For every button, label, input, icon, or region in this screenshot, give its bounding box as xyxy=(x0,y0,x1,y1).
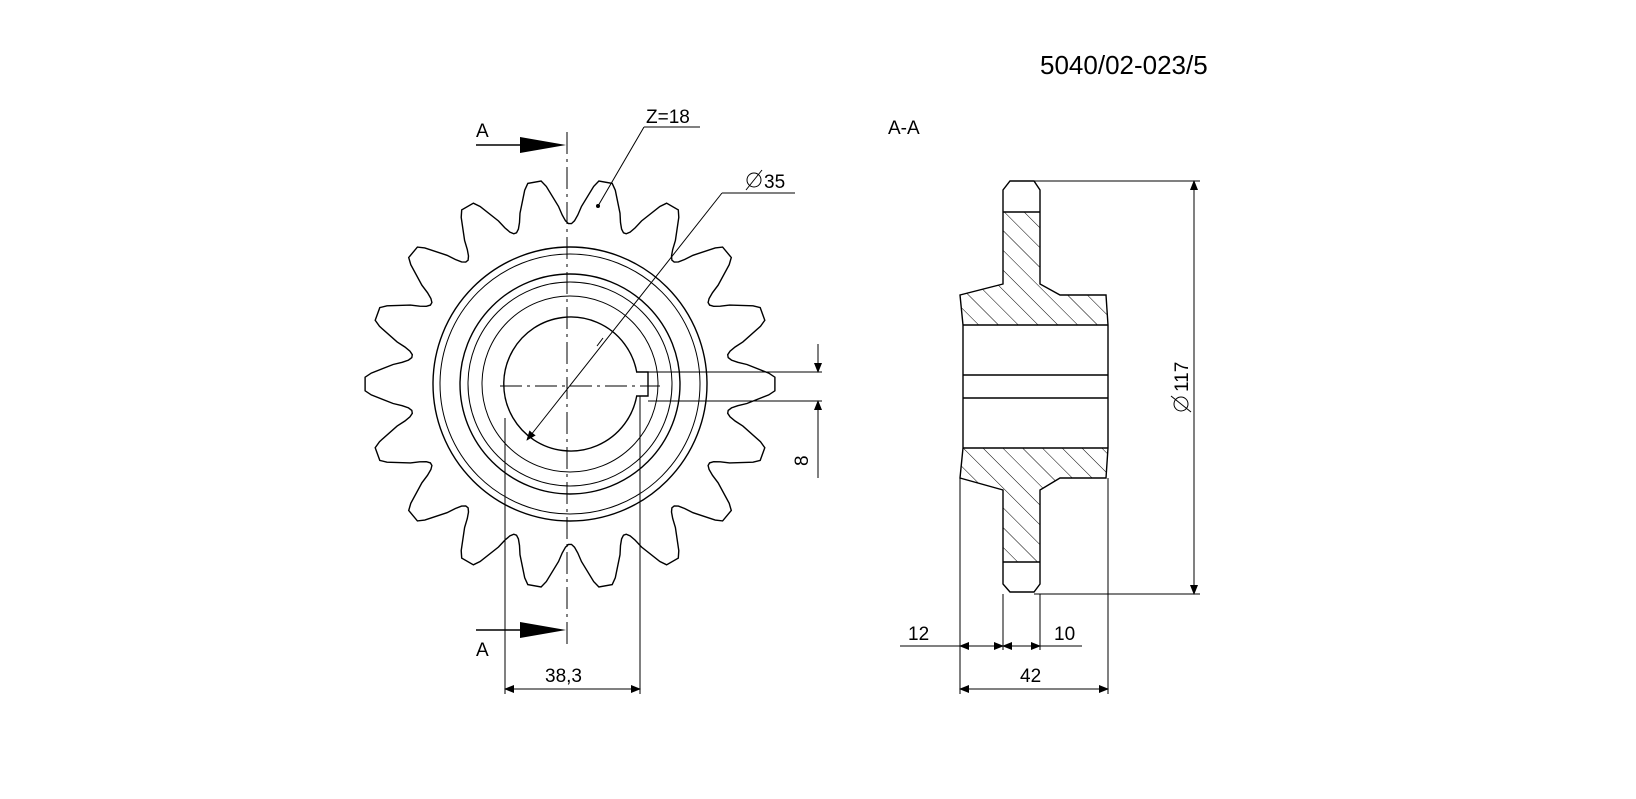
diameter-icon xyxy=(1170,395,1192,413)
keyway-dimension: 8 xyxy=(648,344,822,478)
diameter-icon xyxy=(745,169,763,191)
outer-diameter-dimension: 117 xyxy=(1034,180,1200,595)
bore-to-key-dimension: 38,3 xyxy=(504,396,641,694)
hub-inner-circle xyxy=(459,273,681,495)
tooth-profile xyxy=(364,180,776,588)
section-outline xyxy=(959,180,1109,593)
total-width-label: 42 xyxy=(1020,666,1041,687)
section-hatch-top xyxy=(960,212,1108,325)
section-label: A-A xyxy=(888,118,920,139)
cut-marker-top: A xyxy=(476,121,566,153)
teeth-count-label: Z=18 xyxy=(646,107,690,128)
hub-outer-circle xyxy=(432,246,708,522)
bore-diameter-label: 35 xyxy=(764,172,785,193)
hub-step-circle xyxy=(467,281,673,487)
bore-diameter-callout: 35 xyxy=(526,169,795,441)
sprocket-section-view xyxy=(959,180,1109,593)
sprocket-front-view xyxy=(364,180,776,588)
bore-chamfer-circle xyxy=(481,295,659,473)
keyway-label: 8 xyxy=(792,455,813,466)
bore-with-keyway xyxy=(503,316,649,452)
section-hatch-bottom xyxy=(960,448,1108,562)
outer-diameter-label: 117 xyxy=(1172,362,1193,392)
cut-arrow-icon xyxy=(520,137,566,153)
drawing-number: 5040/02-023/5 xyxy=(1040,50,1208,80)
teeth-count-callout: Z=18 xyxy=(596,107,700,208)
cut-marker-bottom: A xyxy=(476,622,566,661)
cut-arrow-icon xyxy=(520,622,566,638)
cut-label-top: A xyxy=(476,121,489,142)
plate-right-label: 10 xyxy=(1054,624,1075,645)
hub-chamfer-circle xyxy=(439,253,701,515)
cut-label-bottom: A xyxy=(476,640,489,661)
width-dimensions: 12 10 42 xyxy=(900,478,1109,694)
bore-to-key-label: 38,3 xyxy=(545,666,582,687)
hub-left-label: 12 xyxy=(908,624,929,645)
